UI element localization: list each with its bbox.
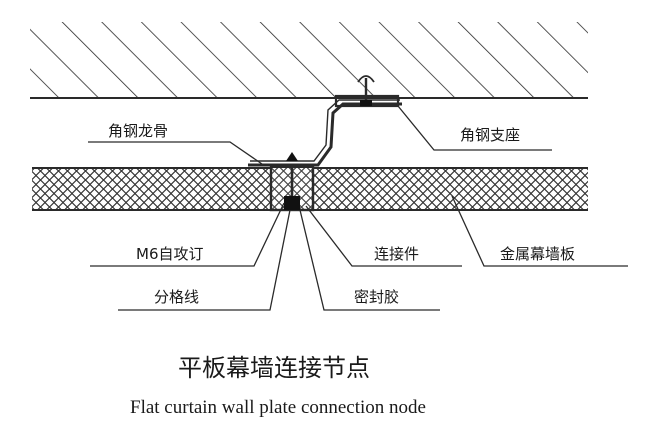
- label-angle-keel: 角钢龙骨: [108, 122, 168, 140]
- joint-connector-block: [269, 164, 315, 212]
- label-dividing-line: 分格线: [154, 288, 199, 306]
- label-angle-support: 角钢支座: [460, 126, 520, 144]
- leader-lines: [88, 105, 628, 311]
- angle-steel-keel: [248, 99, 402, 167]
- caption-title-cn: 平板幕墙连接节点: [178, 354, 370, 382]
- label-connector: 连接件: [374, 245, 419, 263]
- caption-title-en: Flat curtain wall plate connection node: [130, 397, 426, 418]
- label-sealant: 密封胶: [354, 288, 399, 306]
- label-metal-curtain-panel: 金属幕墙板: [500, 245, 575, 263]
- angle-steel-support: [334, 75, 400, 108]
- label-self-tapping-screw: M6自攻订: [136, 245, 204, 263]
- concrete-structure: [30, 22, 588, 99]
